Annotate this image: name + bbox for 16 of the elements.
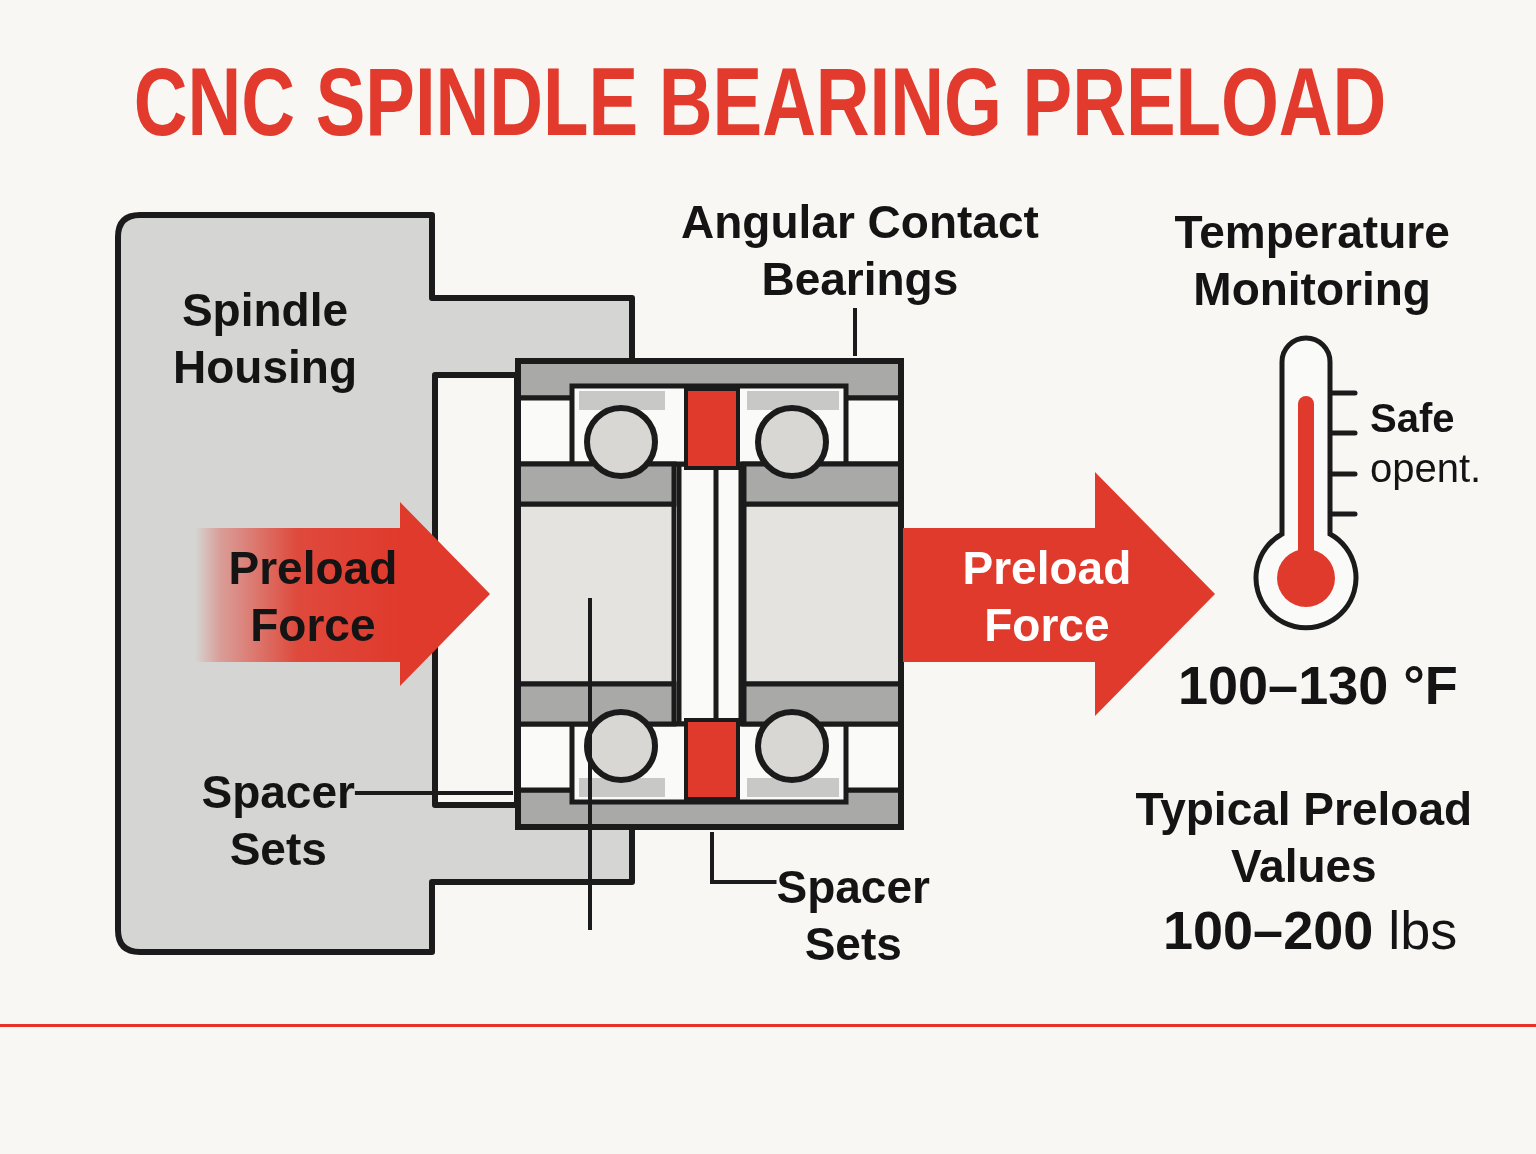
callout-label: Spacer Sets [201,764,355,878]
arrow-label: Preload Force [962,541,1132,653]
callout-label: Spacer Sets [776,859,930,973]
part-label: Spindle Housing [173,283,357,395]
value-label: 100–130 °F [1178,655,1458,715]
callout-label: Angular Contact Bearings [681,194,1039,308]
heading-label: Temperature Monitoring [1174,205,1450,317]
scale-label: Safe opent. [1370,395,1482,492]
arrow-label: Preload Force [228,541,398,653]
value-label: 100–200 lbs [1163,900,1458,960]
leader-line [710,832,777,884]
heading-label: Typical Preload Values [1135,782,1473,894]
leader-line [354,791,513,795]
bearing-cross-section [513,356,905,832]
leader-line [853,308,857,356]
title: CNC SPINDLE BEARING PRELOAD [133,54,1387,150]
